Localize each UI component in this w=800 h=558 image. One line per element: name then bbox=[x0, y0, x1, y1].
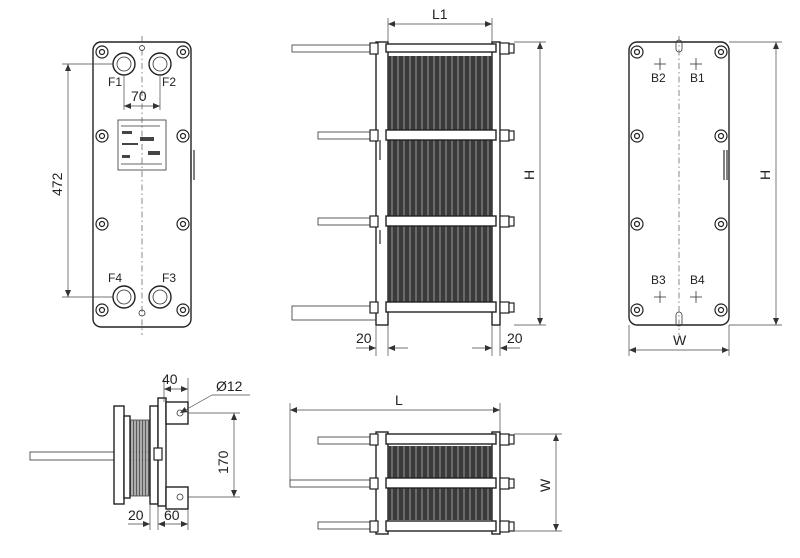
back-dim-h-label: H bbox=[757, 170, 773, 180]
front-ports bbox=[112, 45, 172, 317]
side-tie-rods bbox=[291, 44, 377, 321]
detail-view: 40 Ø12 170 20 60 bbox=[29, 371, 250, 530]
port-b3-label: B3 bbox=[651, 273, 666, 287]
port-f4-label: F4 bbox=[108, 271, 122, 285]
dim-472-label: 472 bbox=[49, 172, 65, 196]
back-dim-w-label: W bbox=[673, 332, 687, 348]
back-bolts bbox=[630, 45, 728, 317]
port-b2-label: B2 bbox=[651, 71, 666, 85]
side-dim-h-label: H bbox=[521, 170, 537, 180]
side-pressure-plate bbox=[491, 41, 501, 326]
side-fixed-plate bbox=[375, 41, 389, 326]
front-view: F1 F2 F4 F3 70 472 bbox=[49, 36, 195, 335]
port-f2-label: F2 bbox=[162, 75, 176, 89]
top-view: L W bbox=[289, 392, 562, 535]
dim-60-label: 60 bbox=[164, 507, 180, 523]
dim-20-right-label: 20 bbox=[507, 330, 523, 346]
nameplate bbox=[117, 119, 167, 171]
top-dim-l-label: L bbox=[395, 392, 403, 408]
dim-70-label: 70 bbox=[131, 88, 147, 104]
plate-pack-stripes bbox=[391, 56, 489, 312]
front-bolts bbox=[95, 45, 190, 317]
dim-170-label: 170 bbox=[215, 450, 231, 474]
dim-20-detail-label: 20 bbox=[128, 507, 144, 523]
dim-40-label: 40 bbox=[162, 371, 178, 387]
side-nuts bbox=[369, 42, 515, 314]
port-f3-label: F3 bbox=[162, 271, 176, 285]
top-dim-w-label: W bbox=[537, 478, 553, 492]
port-b1-label: B1 bbox=[690, 71, 705, 85]
back-view: B2 B1 B3 B4 H W bbox=[628, 36, 782, 356]
side-view: L1 H 20 20 bbox=[291, 6, 546, 356]
back-port-marks bbox=[654, 58, 702, 303]
dim-l1-label: L1 bbox=[432, 6, 448, 22]
port-b4-label: B4 bbox=[690, 273, 705, 287]
port-f1-label: F1 bbox=[108, 75, 122, 89]
dim-20-left-label: 20 bbox=[356, 330, 372, 346]
detail-plate-coils bbox=[130, 419, 152, 497]
dim-dia12-label: Ø12 bbox=[216, 378, 243, 394]
